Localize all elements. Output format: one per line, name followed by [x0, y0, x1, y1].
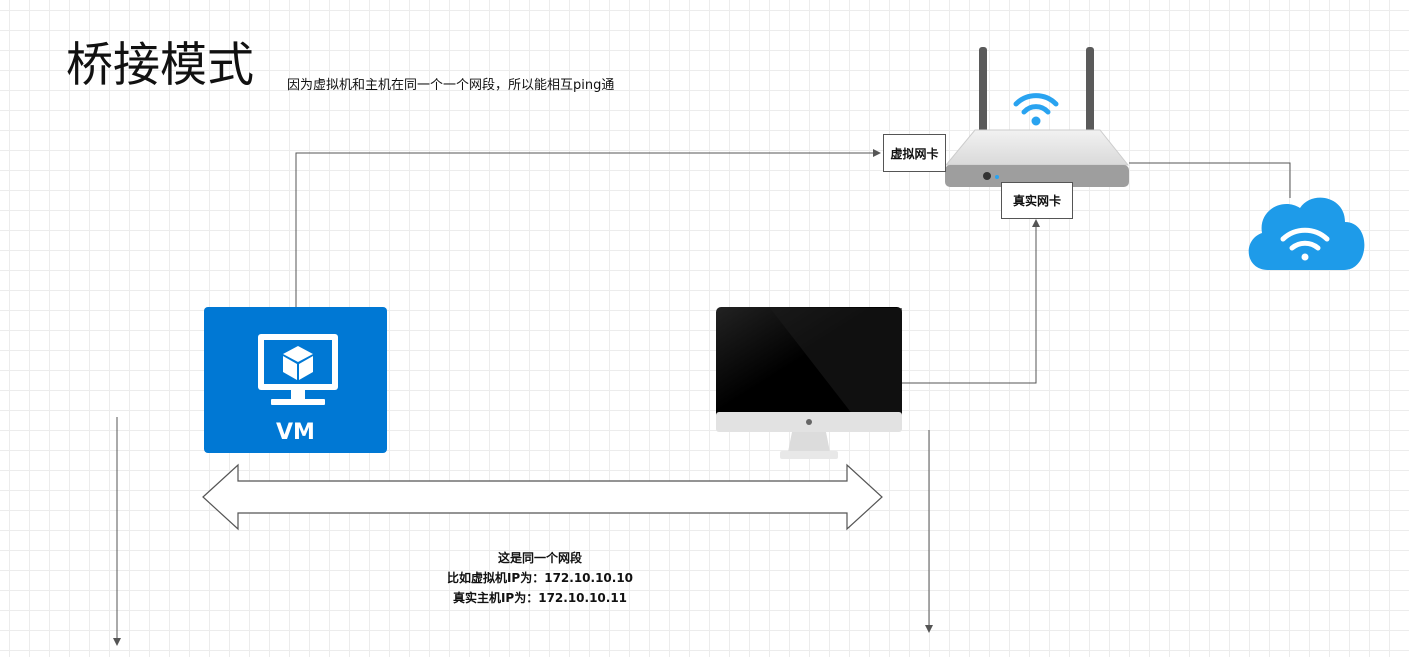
vm-label: VM [276, 420, 315, 445]
router-icon [944, 47, 1130, 187]
router-wifi-icon [1013, 93, 1059, 126]
subnet-note-line1: 这是同一个网段 [497, 551, 582, 565]
host-to-real-nic-connector [902, 219, 1040, 384]
same-subnet-double-arrow [202, 463, 883, 531]
internet-cloud-icon [1248, 197, 1365, 270]
vm-node [204, 307, 387, 453]
subnet-note-line2: 比如虚拟机IP为：172.10.10.10 [446, 571, 634, 585]
subnet-note: 这是同一个网段 比如虚拟机IP为：172.10.10.10 真实主机IP为：17… [410, 548, 670, 608]
diagram-title: 桥接模式 [66, 38, 254, 93]
subnet-note-line3: 真实主机IP为：172.10.10.11 [452, 591, 628, 605]
diagram-subtitle: 因为虚拟机和主机在同一个一个网段，所以能相互ping通 [287, 78, 615, 93]
virtual-nic-label: 虚拟网卡 [883, 134, 946, 172]
host-computer-icon [716, 307, 902, 459]
vm-to-virtual-nic-connector [295, 149, 881, 307]
router-to-cloud-connector [1129, 162, 1291, 198]
monitor-cube-icon [258, 334, 338, 405]
real-nic-label: 真实网卡 [1001, 182, 1073, 219]
